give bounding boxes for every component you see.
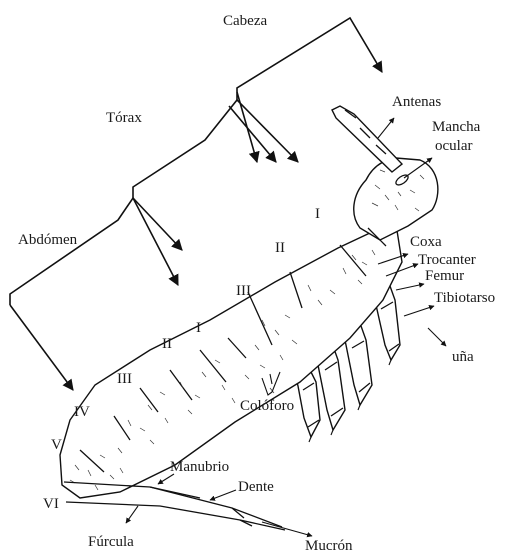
pointer-dens [210,490,236,500]
label-abdomen-seg-1: I [196,320,201,336]
head-bracket [237,18,382,100]
label-abdomen-seg-3: III [117,371,132,387]
label-thorax: Tórax [106,110,142,126]
label-tibiotarsus: Tibiotarso [434,290,495,306]
label-abdomen-seg-5: V [51,437,62,453]
label-abdomen-seg-6: VI [43,496,59,512]
label-colophore: Colóforo [240,398,294,414]
label-coxa: Coxa [410,234,442,250]
label-thorax-seg-2: II [275,240,285,256]
label-claw: uña [452,349,474,365]
pointer-claw [428,328,446,346]
pointer-manubrium [158,474,174,484]
pointer-mucro [262,522,312,536]
label-femur: Femur [425,268,464,284]
label-eye-spot-2: ocular [435,138,472,154]
head-capsule [354,158,438,240]
label-head: Cabeza [223,13,267,29]
label-thorax-seg-1: I [315,206,320,222]
label-thorax-seg-3: III [236,283,251,299]
pointer-furcula [126,506,138,523]
label-abdomen: Abdómen [18,232,78,248]
label-antennae: Antenas [392,94,441,110]
antenna [332,106,402,172]
label-dens: Dente [238,479,274,495]
pointer-femur [396,284,424,290]
body [60,106,438,498]
label-trochanter: Trocanter [418,252,476,268]
label-abdomen-seg-4: IV [74,404,90,420]
label-mucro: Mucrón [305,538,353,554]
pointer-antenna [378,118,394,138]
pointer-tibiotarsus [404,306,434,316]
label-abdomen-seg-2: II [162,336,172,352]
label-furcula: Fúrcula [88,534,134,550]
thorax-bracket [133,92,298,198]
label-eye-spot-1: Mancha [432,119,481,135]
label-manubrium: Manubrio [170,459,229,475]
